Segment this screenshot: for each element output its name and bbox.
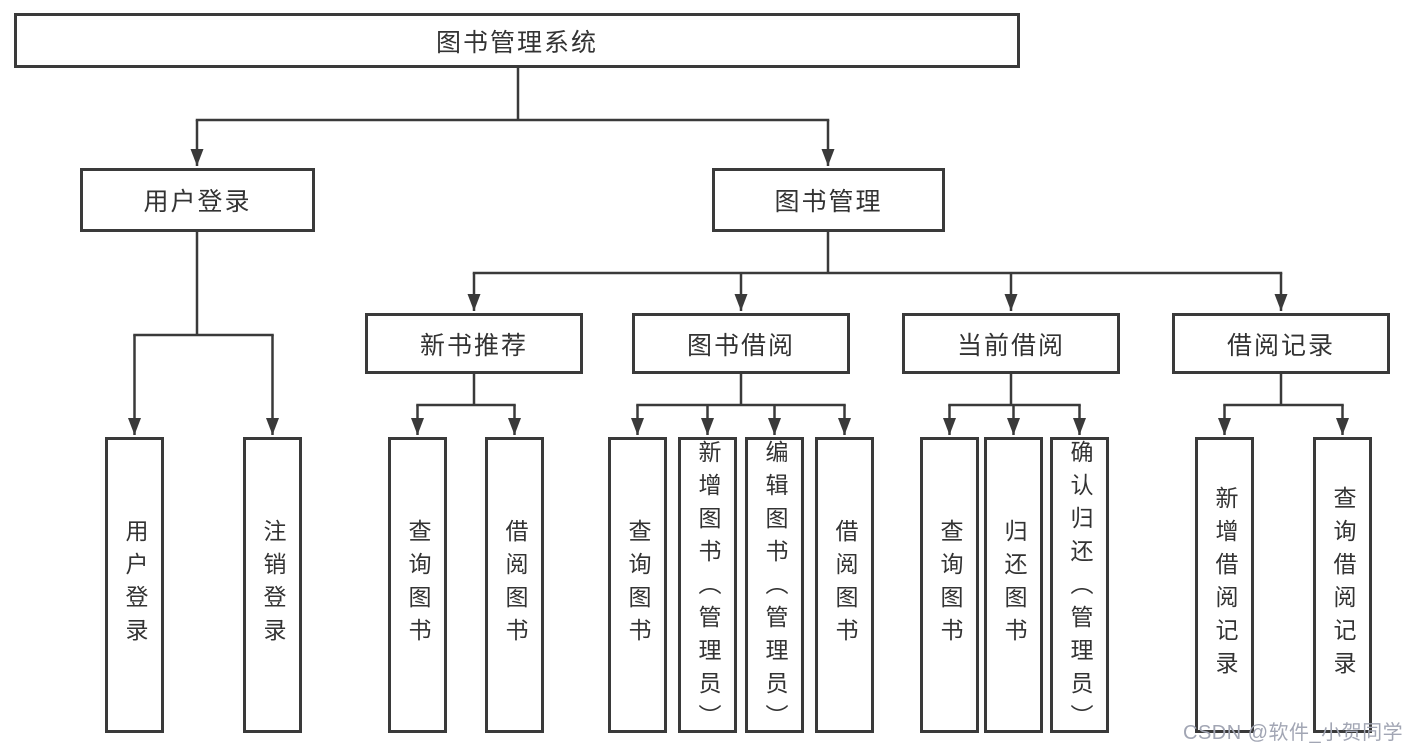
node-user-login: 用户登录 <box>80 168 315 232</box>
leaf-logout-label: 注销登录 <box>260 519 286 651</box>
leaf-confirm-return-admin-label: 确认归还（管理员） <box>1067 440 1093 737</box>
leaf-logout: 注销登录 <box>243 437 302 733</box>
leaf-user-login: 用户登录 <box>105 437 164 733</box>
leaf-edit-book-admin: 编辑图书（管理员） <box>745 437 804 737</box>
node-borrow-records-label: 借阅记录 <box>1226 331 1335 360</box>
leaf-query-book-2: 查询图书 <box>608 437 667 733</box>
leaf-add-book-admin-label: 新增图书（管理员） <box>695 440 721 737</box>
node-root-label: 图书管理系统 <box>435 28 598 57</box>
leaf-confirm-return-admin: 确认归还（管理员） <box>1050 437 1109 737</box>
leaf-query-borrow-record-label: 查询借阅记录 <box>1330 486 1356 684</box>
leaf-query-book-1: 查询图书 <box>388 437 447 733</box>
node-book-borrow-label: 图书借阅 <box>686 331 795 360</box>
leaf-query-book-1-label: 查询图书 <box>405 519 431 651</box>
leaf-add-borrow-record-label: 新增借阅记录 <box>1212 486 1238 684</box>
leaf-query-borrow-record: 查询借阅记录 <box>1313 437 1372 733</box>
csdn-watermark: CSDN @软件_小贺同学 <box>1183 722 1404 744</box>
node-root-library-system: 图书管理系统 <box>14 13 1020 68</box>
node-current-borrow-label: 当前借阅 <box>956 331 1065 360</box>
node-book-management: 图书管理 <box>712 168 945 232</box>
leaf-borrow-book-2: 借阅图书 <box>815 437 874 733</box>
leaf-add-book-admin: 新增图书（管理员） <box>678 437 737 737</box>
leaf-return-book-label: 归还图书 <box>1001 519 1027 651</box>
leaf-return-book: 归还图书 <box>984 437 1043 733</box>
leaf-query-book-3-label: 查询图书 <box>937 519 963 651</box>
leaf-edit-book-admin-label: 编辑图书（管理员） <box>762 440 788 737</box>
node-new-book-recommend: 新书推荐 <box>365 313 583 374</box>
node-current-borrow: 当前借阅 <box>902 313 1120 374</box>
leaf-query-book-2-label: 查询图书 <box>625 519 651 651</box>
leaf-borrow-book-1: 借阅图书 <box>485 437 544 733</box>
node-book-management-label: 图书管理 <box>774 188 883 216</box>
leaf-user-login-label: 用户登录 <box>122 519 148 651</box>
node-book-borrow: 图书借阅 <box>632 313 850 374</box>
leaf-add-borrow-record: 新增借阅记录 <box>1195 437 1254 733</box>
leaf-borrow-book-1-label: 借阅图书 <box>502 519 528 651</box>
connector-rails <box>133 66 1344 407</box>
node-user-login-label: 用户登录 <box>143 188 252 216</box>
leaf-borrow-book-2-label: 借阅图书 <box>832 519 858 651</box>
leaf-query-book-3: 查询图书 <box>920 437 979 733</box>
node-new-book-recommend-label: 新书推荐 <box>419 331 528 360</box>
node-borrow-records: 借阅记录 <box>1172 313 1390 374</box>
